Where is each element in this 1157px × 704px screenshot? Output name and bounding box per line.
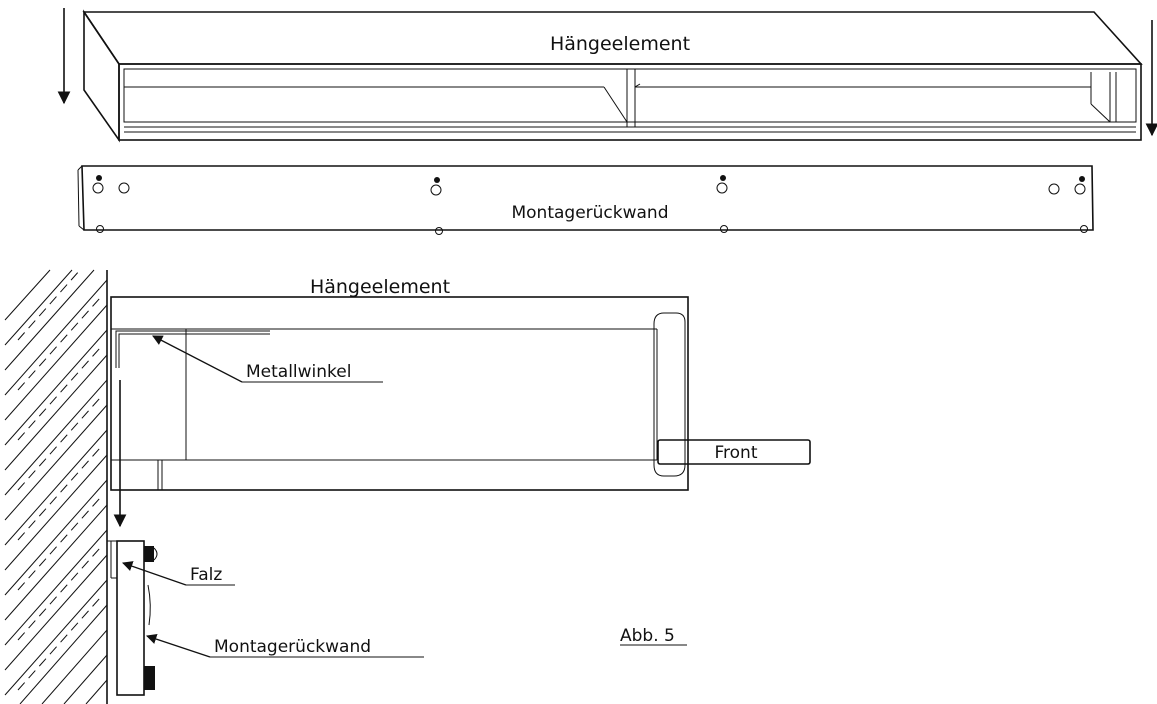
wall-hatching (4, 269, 108, 704)
top-cabinet-label: Hängeelement (550, 33, 690, 55)
front-label: Front (715, 443, 758, 463)
rebate-label: Falz (190, 565, 222, 585)
top-cabinet-drawing (82, 9, 1143, 143)
side-back-panel-drawing (107, 540, 158, 696)
metal-angle-leader (152, 335, 243, 383)
rebate-leader (122, 561, 187, 586)
side-back-panel-label: Montagerückwand (214, 637, 371, 657)
side-cabinet-label: Hängeelement (310, 276, 450, 298)
side-cabinet-drawing (110, 296, 689, 491)
top-back-panel-label: Montagerückwand (511, 203, 668, 223)
top-back-panel-drawing (77, 165, 1094, 235)
figure-caption: Abb. 5 (620, 626, 675, 646)
front-box (657, 439, 811, 465)
side-back-panel-leader (146, 634, 211, 658)
metal-angle-label: Metallwinkel (246, 362, 351, 382)
